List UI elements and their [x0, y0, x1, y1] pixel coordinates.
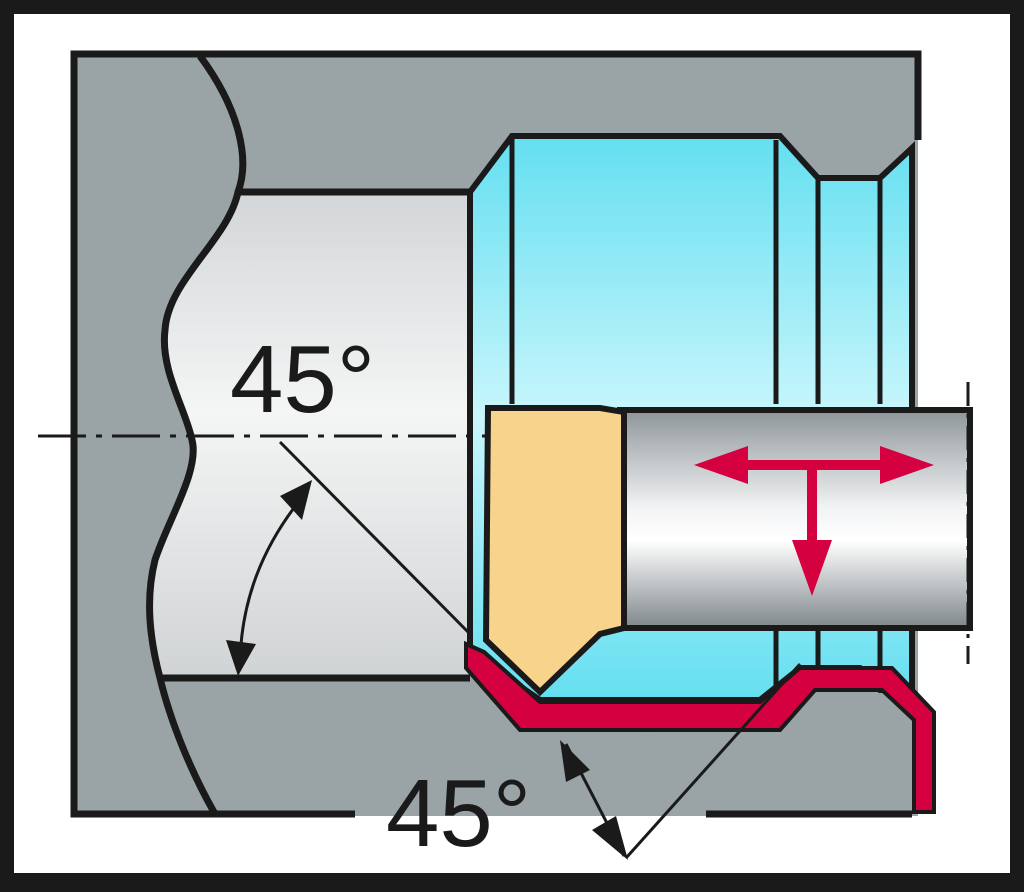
tool-shank — [617, 407, 973, 631]
top-angle-dimension — [226, 440, 472, 676]
top-angle-label: 45° — [230, 326, 375, 433]
chamfer-profile — [464, 640, 936, 814]
bore — [149, 192, 471, 680]
bottom-angle-dimension — [560, 662, 802, 860]
break-line — [146, 53, 247, 816]
cutting-insert — [482, 405, 627, 697]
bottom-angle-label: 45° — [386, 760, 531, 867]
feed-direction-arrows-icon — [694, 446, 934, 596]
